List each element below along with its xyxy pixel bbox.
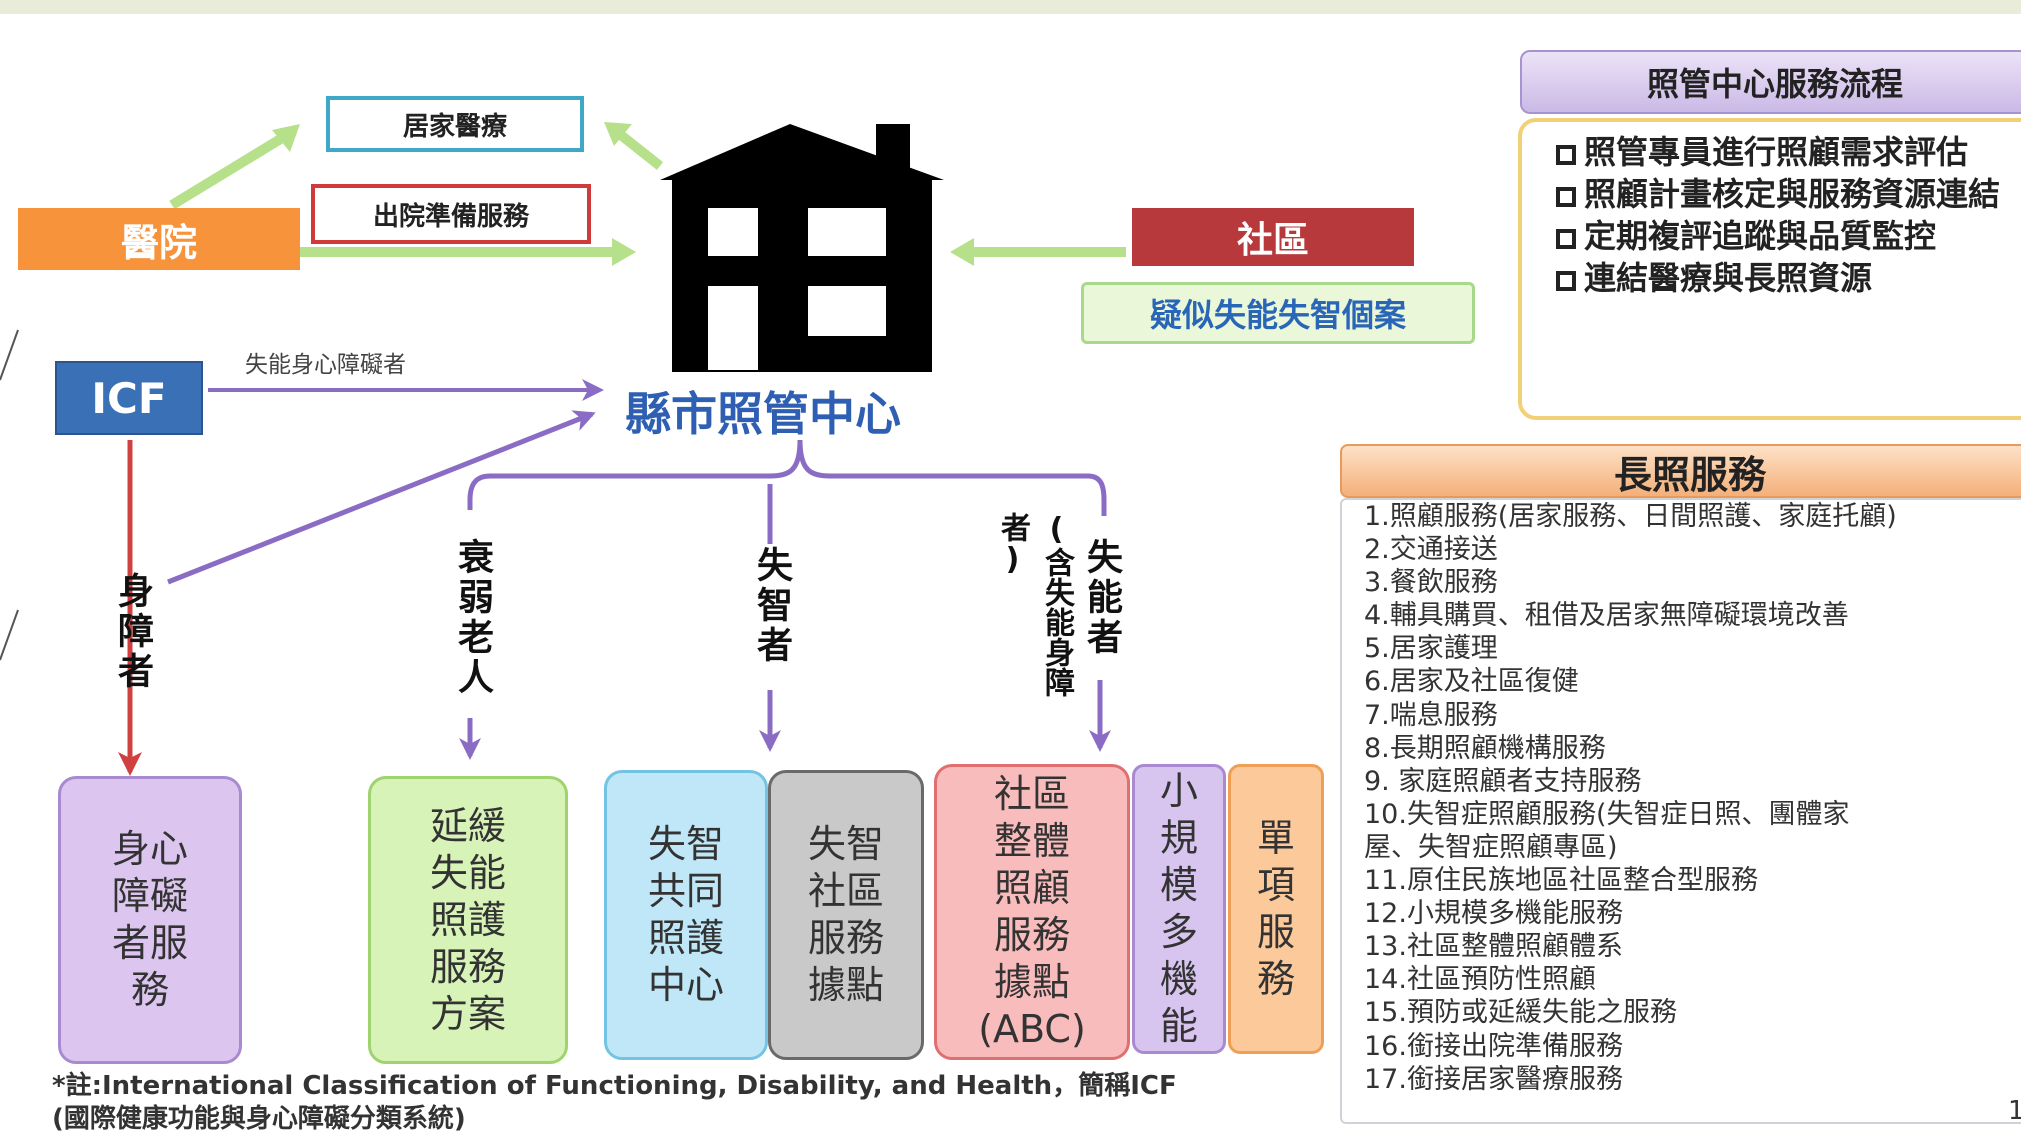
service-disabled-label: 身心 障礙 者服 務 <box>111 827 188 1012</box>
group-incapacitated: 失能者 <box>1081 538 1122 658</box>
ltc-item: 屋、失智症照顧專區) <box>1364 831 1618 863</box>
service-dementia-center-label: 失智 共同 照護 中心 <box>647 822 724 1007</box>
service-small-multi-label: 小 規 模 多 機 能 <box>1159 769 1198 1048</box>
service-community-abc-label: 社區 整體 照顧 服務 據點 (ABC) <box>978 772 1086 1051</box>
process-item: 照顧計畫核定與服務資源連結 <box>1556 174 2020 214</box>
homecare-house-arrow <box>604 122 664 170</box>
home-medical-box: 居家醫療 <box>326 96 584 152</box>
ltc-item: 13.社區整體照顧體系 <box>1364 931 1623 963</box>
group-frail-elderly: 衰弱老人 <box>452 538 493 698</box>
service-single-item-label: 單 項 服 務 <box>1256 816 1295 1001</box>
process-title: 照管中心服務流程 <box>1520 50 2021 114</box>
service-dementia-point-label: 失智 社區 服務 據點 <box>807 822 884 1007</box>
ltc-item: 6.居家及社區復健 <box>1364 666 1579 698</box>
process-item: 連結醫療與長照資源 <box>1556 258 2020 298</box>
ltc-item: 4.輔具購買、租借及居家無障礙環境改善 <box>1364 600 1849 632</box>
ltc-item: 8.長期照顧機構服務 <box>1364 732 1606 764</box>
group-disabled: 身障者 <box>112 572 153 692</box>
ltc-item: 2.交通接送 <box>1364 534 1498 566</box>
ltc-item: 7.喘息服務 <box>1364 699 1498 731</box>
group-dementia: 失智者 <box>751 546 792 666</box>
service-small-multi: 小 規 模 多 機 能 <box>1132 764 1226 1054</box>
service-disabled: 身心 障礙 者服 務 <box>58 776 242 1064</box>
checkbox-icon <box>1556 271 1576 291</box>
service-dementia-center: 失智 共同 照護 中心 <box>604 770 768 1060</box>
checkbox-icon <box>1556 145 1576 165</box>
community-house-arrow <box>950 238 1126 266</box>
house-icon <box>660 124 944 372</box>
service-community-abc: 社區 整體 照顧 服務 據點 (ABC) <box>934 764 1130 1060</box>
service-dementia-point: 失智 社區 服務 據點 <box>768 770 924 1060</box>
ltc-list: 1.照顧服務(居家服務、日間照護、家庭托顧) 2.交通接送 3.餐飲服務 4.輔… <box>1340 498 2021 1124</box>
ltc-item: 1.照顧服務(居家服務、日間照護、家庭托顧) <box>1364 501 1897 532</box>
page-number: 1 <box>2008 1096 2021 1126</box>
ltc-item: 14.社區預防性照顧 <box>1364 964 1596 996</box>
hospital-house-arrow <box>300 238 636 266</box>
footnote-line-1: *註:International Classification of Funct… <box>52 1071 1177 1101</box>
checkbox-icon <box>1556 229 1576 249</box>
process-item: 照管專員進行照顧需求評估 <box>1556 132 2020 172</box>
ltc-title: 長照服務 <box>1340 444 2021 498</box>
side-decoration <box>0 329 19 661</box>
ltc-item: 9. 家庭照顧者支持服務 <box>1364 765 1642 797</box>
ltc-item: 3.餐飲服務 <box>1364 567 1498 599</box>
ltc-item: 10.失智症照顧服務(失智症日照、團體家 <box>1364 798 1850 830</box>
ltc-item: 16.銜接出院準備服務 <box>1364 1030 1623 1062</box>
service-delay-disability-label: 延緩 失能 照護 服務 方案 <box>429 803 506 1036</box>
ltc-item: 11.原住民族地區社區整合型服務 <box>1364 865 1758 897</box>
footnote: *註:International Classification of Funct… <box>52 1070 1177 1136</box>
icf-box: ICF <box>55 361 203 435</box>
service-delay-disability: 延緩 失能 照護 服務 方案 <box>368 776 568 1064</box>
ltc-item: 5.居家護理 <box>1364 633 1498 665</box>
process-item: 定期複評追蹤與品質監控 <box>1556 216 2020 256</box>
ltc-item: 12.小規模多機能服務 <box>1364 898 1623 930</box>
ltc-item: 17.銜接居家醫療服務 <box>1364 1063 1623 1095</box>
group-incapacitated-note: (含失能身障者) <box>995 512 1074 697</box>
center-bracket <box>467 439 1107 516</box>
process-list: 照管專員進行照顧需求評估 照顧計畫核定與服務資源連結 定期複評追蹤與品質監控 連… <box>1518 118 2021 420</box>
discharge-prep-box: 出院準備服務 <box>311 184 591 244</box>
hospital-box: 醫院 <box>18 208 300 270</box>
center-title: 縣市照管中心 <box>625 387 901 441</box>
icf-arrow-label: 失能身心障礙者 <box>245 352 406 378</box>
disabled-center-arrow <box>167 410 596 585</box>
community-box: 社區 <box>1132 208 1414 266</box>
top-band <box>0 0 2021 14</box>
checkbox-icon <box>1556 187 1576 207</box>
footnote-line-2: (國際健康功能與身心障礙分類系統) <box>52 1104 466 1134</box>
suspected-cases-box: 疑似失能失智個案 <box>1081 282 1475 344</box>
ltc-item: 15.預防或延緩失能之服務 <box>1364 997 1677 1029</box>
hospital-homecare-arrow <box>169 124 300 210</box>
service-single-item: 單 項 服 務 <box>1228 764 1324 1054</box>
